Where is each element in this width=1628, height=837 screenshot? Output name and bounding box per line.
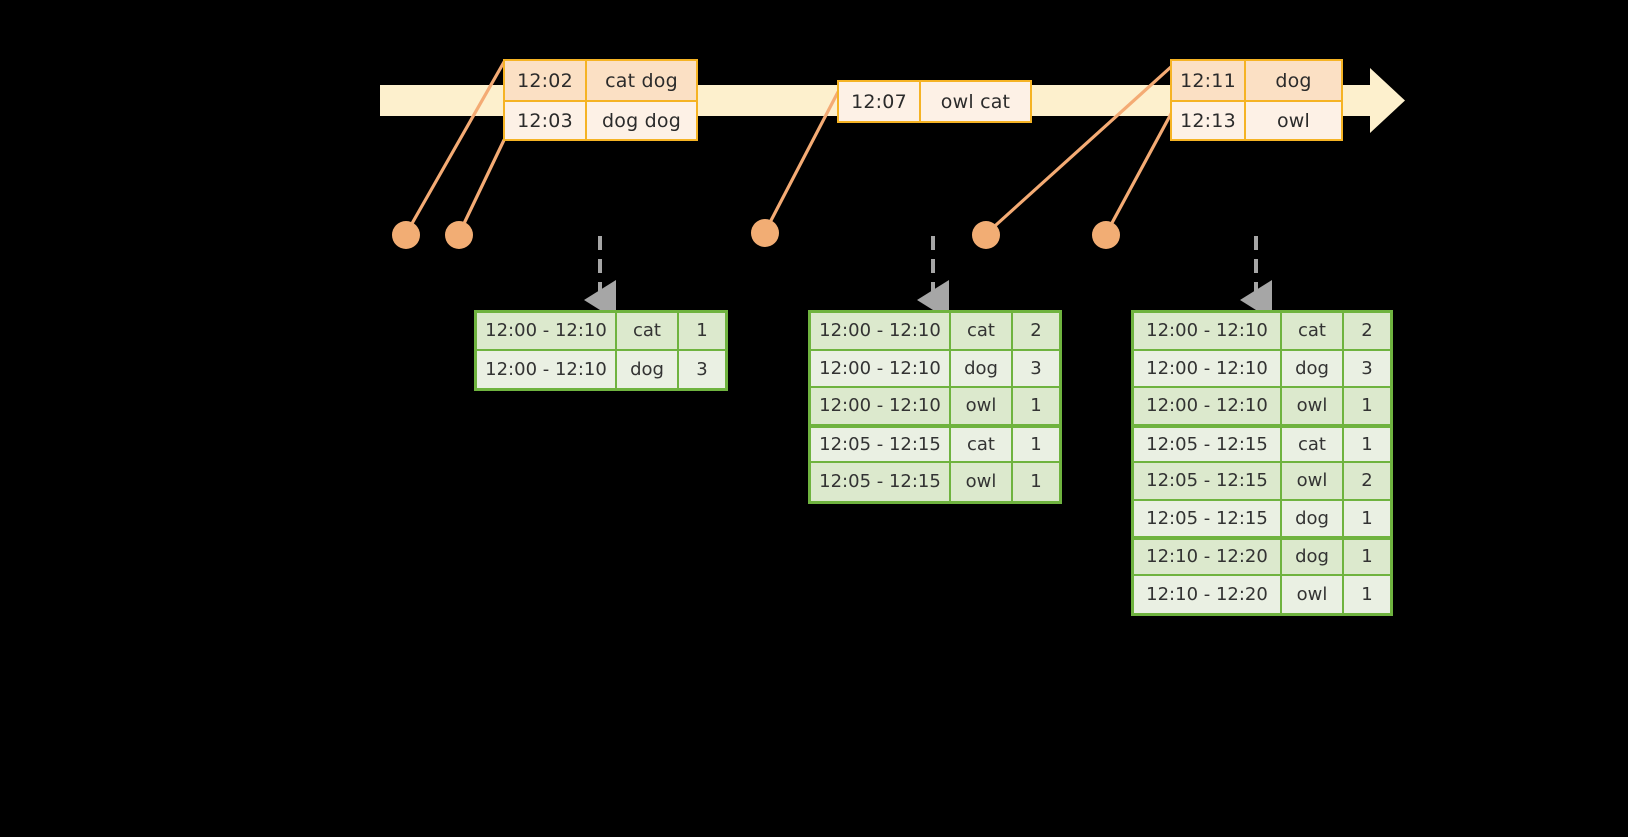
table-row: 12:10 - 12:20 dog 1: [1134, 538, 1390, 576]
window-cell: 12:00 - 12:10: [477, 313, 617, 349]
window-cell: 12:05 - 12:15: [1134, 500, 1282, 536]
table-row: 12:05 - 12:15 owl 2: [1134, 463, 1390, 501]
event-time: 12:13: [1172, 102, 1246, 139]
table-row: 12:05 - 12:15 cat 1: [811, 425, 1059, 463]
window-cell: 12:00 - 12:10: [1134, 313, 1282, 349]
dashed-arrows: [584, 236, 1272, 320]
count-cell: 3: [1361, 357, 1373, 379]
result-table-3: 12:00 - 12:10 cat 2 12:00 - 12:10 dog 3 …: [1131, 310, 1393, 616]
table-row: 12:00 - 12:10 owl 1: [811, 388, 1059, 426]
event-payload: owl: [1276, 109, 1311, 132]
connector-dot-2: [445, 221, 473, 249]
window-cell: 12:00 - 12:10: [477, 350, 617, 388]
table-row: 12:00 - 12:10 owl 1: [1134, 388, 1390, 426]
window-cell: 12:00 - 12:10: [811, 350, 951, 386]
key-cell: dog: [1282, 350, 1344, 386]
event-time: 12:07: [839, 82, 921, 121]
table-row: 12:10 - 12:20 owl 1: [1134, 575, 1390, 613]
table-row: 12:00 - 12:10 cat 2: [1134, 313, 1390, 351]
key-cell: dog: [617, 350, 679, 388]
count-cell: 2: [1361, 320, 1373, 342]
key-cell: cat: [951, 313, 1013, 349]
connector-dot-1: [392, 221, 420, 249]
key-cell: owl: [1282, 388, 1344, 424]
table-row: 12:05 - 12:15 dog 1: [1134, 500, 1390, 538]
event-payload: dog: [1275, 69, 1312, 92]
count-cell: 3: [696, 358, 708, 380]
table-row: 12:05 - 12:15 cat 1: [1134, 425, 1390, 463]
event-time: 12:02: [505, 61, 587, 100]
window-cell: 12:00 - 12:10: [1134, 350, 1282, 386]
window-cell: 12:05 - 12:15: [1134, 463, 1282, 499]
key-cell: owl: [1282, 575, 1344, 613]
event-group-1: 12:02 cat dog 12:03 dog dog: [503, 59, 698, 141]
window-cell: 12:00 - 12:10: [811, 388, 951, 424]
count-cell: 1: [1030, 433, 1042, 455]
connector-dot-5: [1092, 221, 1120, 249]
event-row: 12:03 dog dog: [505, 100, 696, 139]
event-row: 12:13 owl: [1172, 100, 1341, 139]
connector-dot-4: [972, 221, 1000, 249]
event-row: 12:11 dog: [1172, 61, 1341, 100]
event-payload: cat dog: [605, 69, 678, 92]
window-cell: 12:05 - 12:15: [811, 427, 951, 461]
count-cell: 1: [1361, 395, 1373, 417]
connector-dot-3: [751, 219, 779, 247]
key-cell: dog: [1282, 500, 1344, 536]
window-cell: 12:05 - 12:15: [811, 463, 951, 501]
event-row: 12:07 owl cat: [839, 82, 1030, 121]
key-cell: cat: [1282, 313, 1344, 349]
window-cell: 12:10 - 12:20: [1134, 575, 1282, 613]
window-cell: 12:05 - 12:15: [1134, 427, 1282, 461]
count-cell: 1: [1361, 583, 1373, 605]
key-cell: owl: [951, 388, 1013, 424]
event-group-2: 12:07 owl cat: [837, 80, 1032, 123]
table-row: 12:00 - 12:10 cat 1: [477, 313, 725, 351]
count-cell: 1: [1361, 507, 1373, 529]
window-cell: 12:10 - 12:20: [1134, 540, 1282, 574]
count-cell: 2: [1030, 320, 1042, 342]
table-row: 12:00 - 12:10 dog 3: [811, 350, 1059, 388]
count-cell: 1: [696, 320, 708, 342]
key-cell: dog: [1282, 540, 1344, 574]
count-cell: 1: [1030, 395, 1042, 417]
key-cell: owl: [951, 463, 1013, 501]
key-cell: cat: [617, 313, 679, 349]
table-row: 12:05 - 12:15 owl 1: [811, 463, 1059, 501]
event-group-3: 12:11 dog 12:13 owl: [1170, 59, 1343, 141]
event-time: 12:11: [1172, 61, 1246, 100]
event-payload: owl cat: [940, 90, 1011, 113]
count-cell: 1: [1030, 471, 1042, 493]
count-cell: 2: [1361, 470, 1373, 492]
table-row: 12:00 - 12:10 cat 2: [811, 313, 1059, 351]
table-row: 12:00 - 12:10 dog 3: [477, 350, 725, 388]
key-cell: cat: [951, 427, 1013, 461]
count-cell: 3: [1030, 357, 1042, 379]
count-cell: 1: [1361, 433, 1373, 455]
event-payload: dog dog: [602, 109, 681, 132]
key-cell: owl: [1282, 463, 1344, 499]
result-table-2: 12:00 - 12:10 cat 2 12:00 - 12:10 dog 3 …: [808, 310, 1062, 504]
event-row: 12:02 cat dog: [505, 61, 696, 100]
key-cell: cat: [1282, 427, 1344, 461]
window-cell: 12:00 - 12:10: [811, 313, 951, 349]
count-cell: 1: [1361, 546, 1373, 568]
window-cell: 12:00 - 12:10: [1134, 388, 1282, 424]
result-table-1: 12:00 - 12:10 cat 1 12:00 - 12:10 dog 3: [474, 310, 728, 391]
connector-dots: [392, 219, 1120, 249]
event-time: 12:03: [505, 102, 587, 139]
table-row: 12:00 - 12:10 dog 3: [1134, 350, 1390, 388]
key-cell: dog: [951, 350, 1013, 386]
